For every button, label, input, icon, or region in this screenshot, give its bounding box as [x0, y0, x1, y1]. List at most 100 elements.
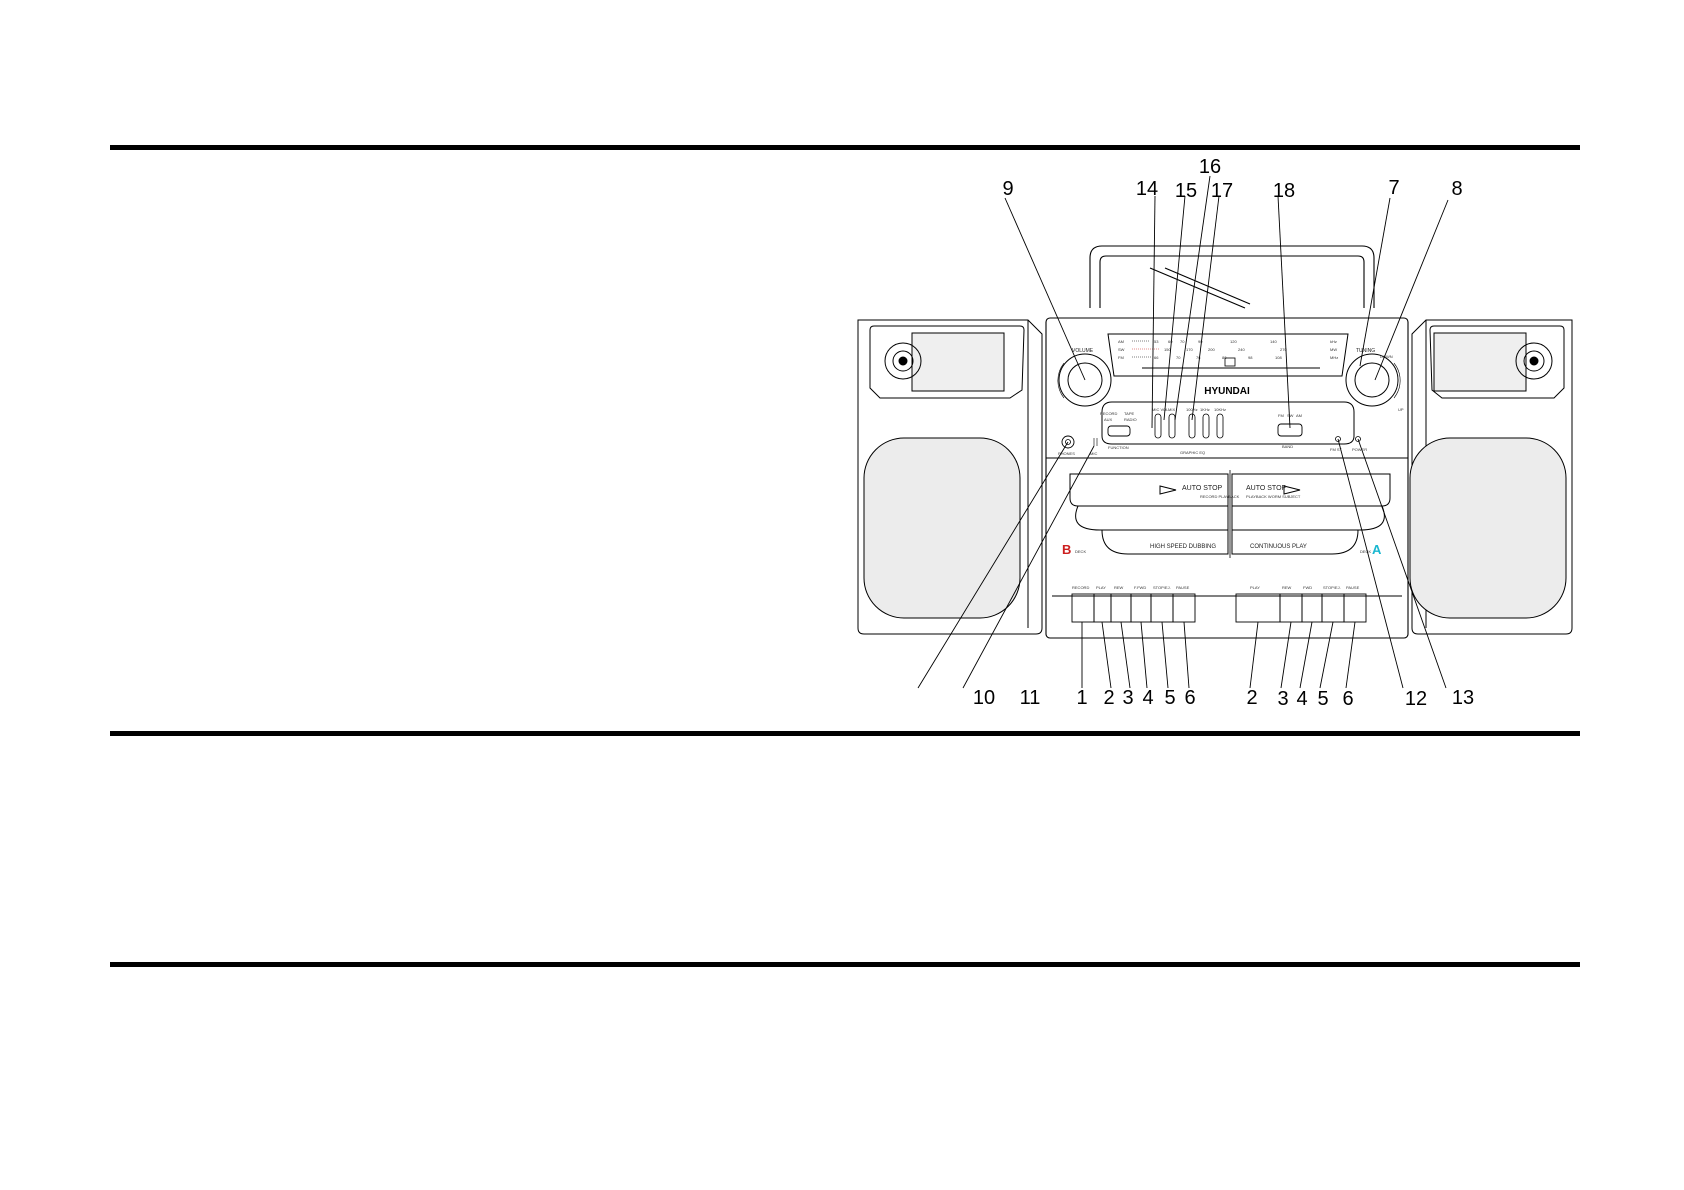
callout-2-deck-b: 2	[1103, 687, 1114, 709]
tuning-dial-window: AM SW FM kHz MW MHz 53 60 70 90 120 140 …	[1107, 333, 1349, 377]
deck-b-ffwd-button[interactable]	[1130, 593, 1152, 623]
btn-label-a-stop: STOP/EJ.	[1323, 585, 1341, 590]
deck-a-letter: A	[1372, 542, 1382, 557]
dial-fm-label: FM	[1118, 355, 1124, 360]
am-scale-4: 120	[1230, 339, 1237, 344]
btn-label-b-pause: PAUSE	[1176, 585, 1190, 590]
sw-scale-3: 240	[1238, 347, 1245, 352]
eq-band-10khz: 10KHz	[1214, 407, 1226, 412]
top-rule	[110, 145, 1580, 150]
btn-label-a-pause: PAUSE	[1346, 585, 1360, 590]
fm-scale-2: 76	[1196, 355, 1201, 360]
deck-b-pause-button[interactable]	[1172, 593, 1196, 623]
eq-band-100hz: 100Hz	[1186, 407, 1198, 412]
btn-label-a-fwd: FWD	[1303, 585, 1312, 590]
callout-3-deck-a: 3	[1277, 688, 1288, 710]
fm-scale-3: 88	[1222, 355, 1227, 360]
microphone-grille	[1093, 438, 1098, 446]
callout-6-deck-b: 6	[1184, 687, 1195, 709]
callout-10: 10	[973, 687, 995, 709]
tuning-up-label: UP	[1398, 407, 1404, 412]
deck-b-word: DECK	[1075, 549, 1086, 554]
band-opt-am: AM	[1296, 413, 1302, 418]
btn-label-b-rew: REW	[1114, 585, 1124, 590]
btn-label-b-play: PLAY	[1096, 585, 1106, 590]
callout-8: 8	[1451, 178, 1462, 200]
phones-jack[interactable]	[1061, 435, 1075, 449]
carry-handle	[1089, 245, 1375, 309]
deck-b-stop-button[interactable]	[1150, 593, 1174, 623]
callout-12: 12	[1405, 688, 1427, 710]
control-panel: RECORD TAPE AUX RADIO FUNCTION MIC VOL M…	[1100, 401, 1355, 455]
left-speaker	[857, 319, 1043, 635]
function-label: FUNCTION	[1108, 445, 1129, 450]
deck-a-rew-button[interactable]	[1279, 593, 1303, 623]
callout-5-deck-a: 5	[1317, 688, 1328, 710]
band-label: BAND	[1282, 444, 1293, 449]
sw-scale-2: 200	[1208, 347, 1215, 352]
callout-4-deck-b: 4	[1142, 687, 1153, 709]
power-led	[1355, 436, 1361, 442]
right-speaker	[1409, 319, 1573, 635]
btn-label-a-play: PLAY	[1250, 585, 1260, 590]
deck-a-pause-button[interactable]	[1343, 593, 1367, 623]
callout-13: 13	[1452, 687, 1474, 709]
fm-st-label: FM ST	[1330, 447, 1343, 452]
deck-b-letter: B	[1062, 542, 1071, 557]
record-button[interactable]	[1071, 593, 1095, 623]
deck-b-rew-button[interactable]	[1110, 593, 1132, 623]
sw-scale-4: 270	[1280, 347, 1287, 352]
callout-2-deck-a: 2	[1246, 687, 1257, 709]
tuning-label: TUNING	[1356, 348, 1375, 354]
cassette-deck-b[interactable]	[1069, 473, 1229, 555]
deck-a-auto-stop-sub: PLAYBACK WORM SUBJECT	[1246, 494, 1301, 499]
eq-band-mic-vol: MIC VOL	[1152, 407, 1169, 412]
deck-b-play-button[interactable]	[1093, 593, 1112, 623]
eq-sliders[interactable]	[1154, 413, 1224, 439]
tuning-knob[interactable]	[1345, 353, 1401, 407]
deck-a-word: DECK	[1360, 549, 1371, 554]
band-opt-sw: SW	[1287, 413, 1294, 418]
callout-6-deck-a: 6	[1342, 688, 1353, 710]
fm-scale-5: 108	[1275, 355, 1282, 360]
dial-mhz-label: MHz	[1330, 355, 1338, 360]
callout-5-deck-b: 5	[1164, 687, 1175, 709]
sw-scale-0: 150	[1164, 347, 1171, 352]
tuning-down-label: DOWN	[1380, 354, 1393, 359]
deck-a-stop-button[interactable]	[1321, 593, 1345, 623]
btn-label-b-ffwd: F.FWD	[1134, 585, 1146, 590]
am-scale-3: 90	[1198, 339, 1203, 344]
phones-label: PHONES	[1058, 451, 1075, 456]
callout-3-deck-b: 3	[1122, 687, 1133, 709]
am-scale-1: 60	[1168, 339, 1173, 344]
dial-sw-label: SW	[1118, 347, 1125, 352]
function-opt-aux: AUX	[1104, 417, 1113, 422]
callout-17: 17	[1211, 180, 1233, 202]
brand-logo: HYUNDAI	[1204, 386, 1250, 397]
deck-a-fwd-button[interactable]	[1301, 593, 1323, 623]
eq-band-mix: MIX	[1168, 407, 1175, 412]
callout-11: 11	[1020, 687, 1041, 709]
am-scale-2: 70	[1180, 339, 1185, 344]
dial-am-label: AM	[1118, 339, 1124, 344]
function-opt-record: RECORD	[1100, 411, 1117, 416]
fm-stereo-led	[1335, 436, 1341, 442]
graphic-eq-label: GRAPHIC EQ	[1180, 450, 1205, 455]
btn-label-record: RECORD	[1072, 585, 1089, 590]
callout-4-deck-a: 4	[1296, 688, 1307, 710]
callout-9: 9	[1002, 178, 1013, 200]
deck-b-auto-stop-sub: RECORD PLAYBACK	[1200, 494, 1240, 499]
volume-knob[interactable]	[1057, 353, 1112, 407]
function-opt-tape: TAPE	[1124, 411, 1134, 416]
deck-a-transport	[1235, 593, 1367, 623]
middle-rule	[110, 731, 1580, 736]
function-switch[interactable]	[1107, 425, 1131, 437]
high-speed-dubbing-label: HIGH SPEED DUBBING	[1150, 544, 1216, 550]
deck-a-play-button[interactable]	[1235, 593, 1281, 623]
volume-label: VOLUME	[1072, 348, 1094, 354]
deck-b-transport	[1071, 593, 1196, 623]
sw-scale-1: 170	[1186, 347, 1193, 352]
btn-label-a-rew: REW	[1282, 585, 1292, 590]
eq-band-1khz: 1KHz	[1200, 407, 1210, 412]
bottom-rule	[110, 962, 1580, 967]
